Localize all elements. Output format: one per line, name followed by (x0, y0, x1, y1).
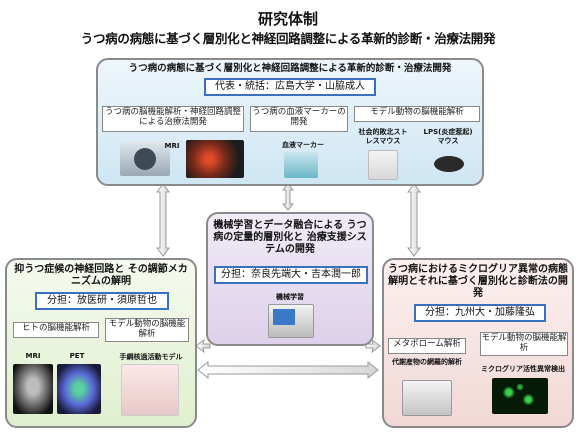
top-sub-blood-marker: うつ病の血液マーカーの開発 (250, 106, 348, 132)
arrow-top-right (407, 183, 421, 257)
top-panel: うつ病の病態に基づく層別化と神経回路調整による革新的診断・治療法開発 代表・統括… (96, 58, 484, 186)
arrow-center-left (195, 338, 211, 354)
brain-activation-image (186, 140, 244, 178)
analyzer-device-image (402, 380, 452, 416)
arrow-top-center (281, 183, 295, 211)
blood-marker-caption: 血液マーカー (282, 141, 324, 149)
habenula-model-image (121, 364, 179, 416)
center-panel-title: 機械学習とデータ融合による うつ病の定量的層別化と 治療支援システムの開発 (213, 220, 367, 255)
center-panel: 機械学習とデータ融合による うつ病の定量的層別化と 治療支援システムの開発 分担… (206, 212, 374, 346)
page-subtitle: うつ病の病態に基づく層別化と神経回路調整による革新的診断・治療法開発 (80, 31, 496, 46)
right-lead-box: 分担：九州大・加藤隆弘 (414, 304, 546, 322)
right-panel-title: うつ病におけるミクログリア異常の病態解明とそれに基づく層別化と診断法の開発 (388, 264, 568, 299)
top-mri-caption: MRI (164, 142, 180, 150)
center-lead-box: 分担：奈良先端大・吉本潤一郎 (214, 266, 368, 284)
left-sub-human-brain: ヒトの脳機能解析 (13, 322, 99, 338)
top-sub-animal-model: モデル動物の脳機能解析 (354, 106, 480, 122)
mri-brain-image (13, 364, 53, 414)
arrow-bottom (197, 360, 379, 380)
pet-brain-image (57, 364, 101, 414)
arrow-center-right (365, 338, 381, 354)
lps-mouse-image (434, 156, 464, 172)
left-panel: 抑うつ症候の神経回路と その調節メカニズムの解明 分担：放医研・須原哲也 ヒトの… (5, 258, 197, 428)
left-panel-title: 抑うつ症候の神経回路と その調節メカニズムの解明 (14, 264, 188, 287)
model-caption: 手綱核過活動モデル (119, 353, 183, 361)
microglia-image (492, 378, 548, 414)
blood-marker-device-image (284, 152, 318, 178)
stress-mouse-image (368, 150, 398, 180)
left-lead-box: 分担：放医研・須原哲也 (35, 292, 169, 310)
page-title: 研究体制 (257, 10, 318, 28)
right-sub-animal-model: モデル動物の脳機能解析 (480, 332, 568, 356)
stress-mouse-caption: 社会的敗北ストレスマウス (358, 128, 408, 145)
left-pet-caption: PET (69, 352, 85, 360)
microglia-caption: ミクログリア活性異常検出 (481, 365, 565, 373)
left-sub-animal-model: モデル動物の脳機能解析 (105, 318, 189, 342)
mri-scanner-image (120, 142, 170, 176)
right-panel: うつ病におけるミクログリア異常の病態解明とそれに基づく層別化と診断法の開発 分担… (382, 258, 574, 428)
left-mri-caption: MRI (25, 352, 41, 360)
lps-mouse-caption: LPS(炎症惹起)マウス (423, 128, 473, 145)
top-panel-title: うつ病の病態に基づく層別化と神経回路調整による革新的診断・治療法開発 (128, 63, 452, 74)
top-lead-box: 代表・統括：広島大学・山脇成人 (204, 78, 376, 96)
arrow-top-left (156, 183, 170, 257)
machine-learning-caption: 機械学習 (276, 293, 304, 301)
top-sub-brain-analysis: うつ病の脳機能解析・神経回路調整による治療法開発 (102, 106, 244, 132)
right-sub-metabolome: メタボローム解析 (388, 338, 466, 354)
metabolite-caption: 代謝産物の網羅的解析 (392, 358, 462, 366)
computer-image (268, 304, 314, 338)
